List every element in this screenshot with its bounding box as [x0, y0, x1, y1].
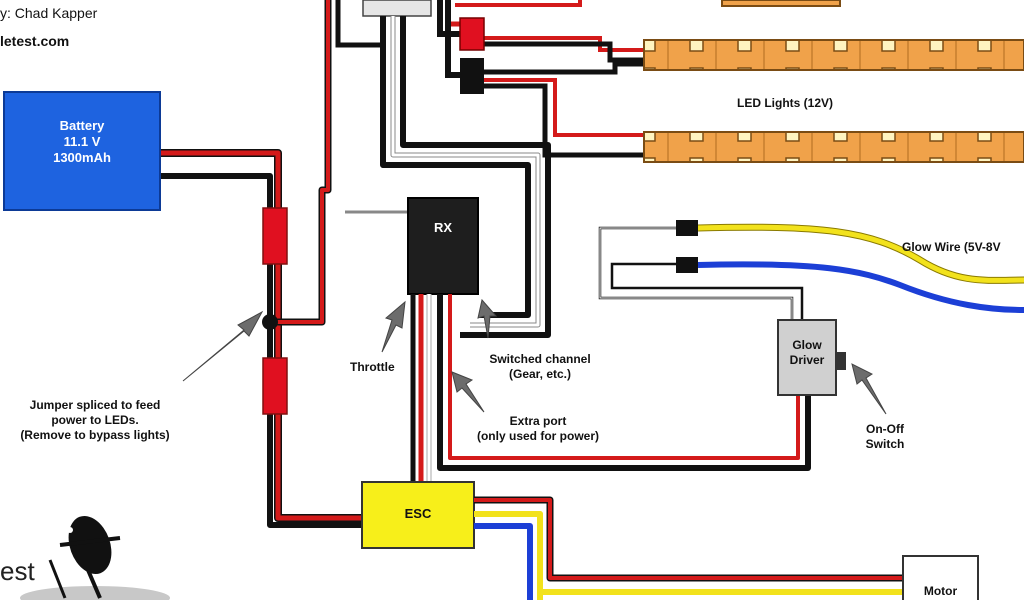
- motor-label: Motor: [923, 584, 958, 598]
- led-connector-black: [460, 58, 484, 94]
- top-module: [362, 0, 432, 17]
- arrow-extra-port: [451, 371, 485, 413]
- battery-line3: 1300mAh: [53, 150, 111, 165]
- battery-line2: 11.1 V: [63, 134, 101, 149]
- jumper-line1: Jumper spliced to feed: [29, 398, 161, 412]
- on-off-label: On-Off Switch: [850, 422, 920, 452]
- jumper-line3: (Remove to bypass lights): [20, 428, 170, 442]
- led-strip-upper: [643, 39, 1024, 71]
- motor-leads: [474, 496, 905, 600]
- led-connector-wires: [437, 0, 582, 78]
- throttle-leads: [410, 294, 432, 482]
- jumper-line2: power to LEDs.: [51, 413, 139, 427]
- on-off-line1: On-Off: [866, 422, 904, 436]
- logo-text: est: [0, 556, 35, 586]
- arrow-jumper: [182, 310, 264, 382]
- esc-label: ESC: [404, 506, 432, 521]
- glow-wire-label: Glow Wire (5V-8V: [902, 240, 1001, 254]
- glow-connector-blue: [676, 257, 698, 273]
- connector-upper: [262, 207, 288, 265]
- throttle-label: Throttle: [350, 360, 395, 374]
- rx-label: RX: [433, 220, 453, 235]
- extra-port-label: Extra port (only used for power): [458, 414, 618, 444]
- led-strip-leads: [484, 36, 645, 158]
- glow-driver-line2: Driver: [789, 353, 825, 367]
- jumper-label: Jumper spliced to feed power to LEDs. (R…: [0, 398, 190, 443]
- esc-box: [361, 481, 475, 549]
- mascot-logo: [20, 515, 170, 600]
- led-lights-label: LED Lights (12V): [736, 96, 833, 110]
- switched-channel-label: Switched channel (Gear, etc.): [480, 352, 600, 382]
- arrow-throttle: [381, 300, 406, 353]
- extra-port-line1: Extra port: [509, 414, 567, 428]
- led-connector-red: [459, 17, 485, 51]
- switched-line2: (Gear, etc.): [508, 367, 572, 381]
- on-off-line2: Switch: [865, 437, 905, 451]
- extra-port-leads: [437, 294, 811, 471]
- top-module-leads: [380, 16, 551, 338]
- led-strip-lower: [643, 131, 1024, 163]
- arrow-switched: [477, 298, 498, 339]
- battery-label: Battery 11.1 V 1300mAh: [4, 118, 160, 166]
- glow-driver-label: Glow Driver: [778, 338, 836, 368]
- battery-line1: Battery: [59, 118, 105, 133]
- led-strip-top-fragment: [721, 0, 841, 7]
- glow-wiring: [598, 223, 1024, 320]
- switched-line1: Switched channel: [489, 352, 591, 366]
- battery-box: [3, 91, 161, 211]
- author-credit: y: Chad Kapper: [0, 5, 98, 21]
- connector-lower: [262, 357, 288, 415]
- arrow-on-off: [851, 363, 887, 415]
- jumper-branch: [270, 0, 380, 326]
- splice-junction: [262, 314, 278, 330]
- glow-driver-line1: Glow: [792, 338, 822, 352]
- motor-box: [902, 555, 979, 600]
- glow-connector-yellow: [676, 220, 698, 236]
- on-off-switch: [836, 352, 846, 370]
- pointer-arrows: [182, 298, 887, 415]
- rx-box: [407, 197, 479, 295]
- site-credit: letest.com: [0, 33, 70, 49]
- extra-port-line2: (only used for power): [476, 429, 599, 443]
